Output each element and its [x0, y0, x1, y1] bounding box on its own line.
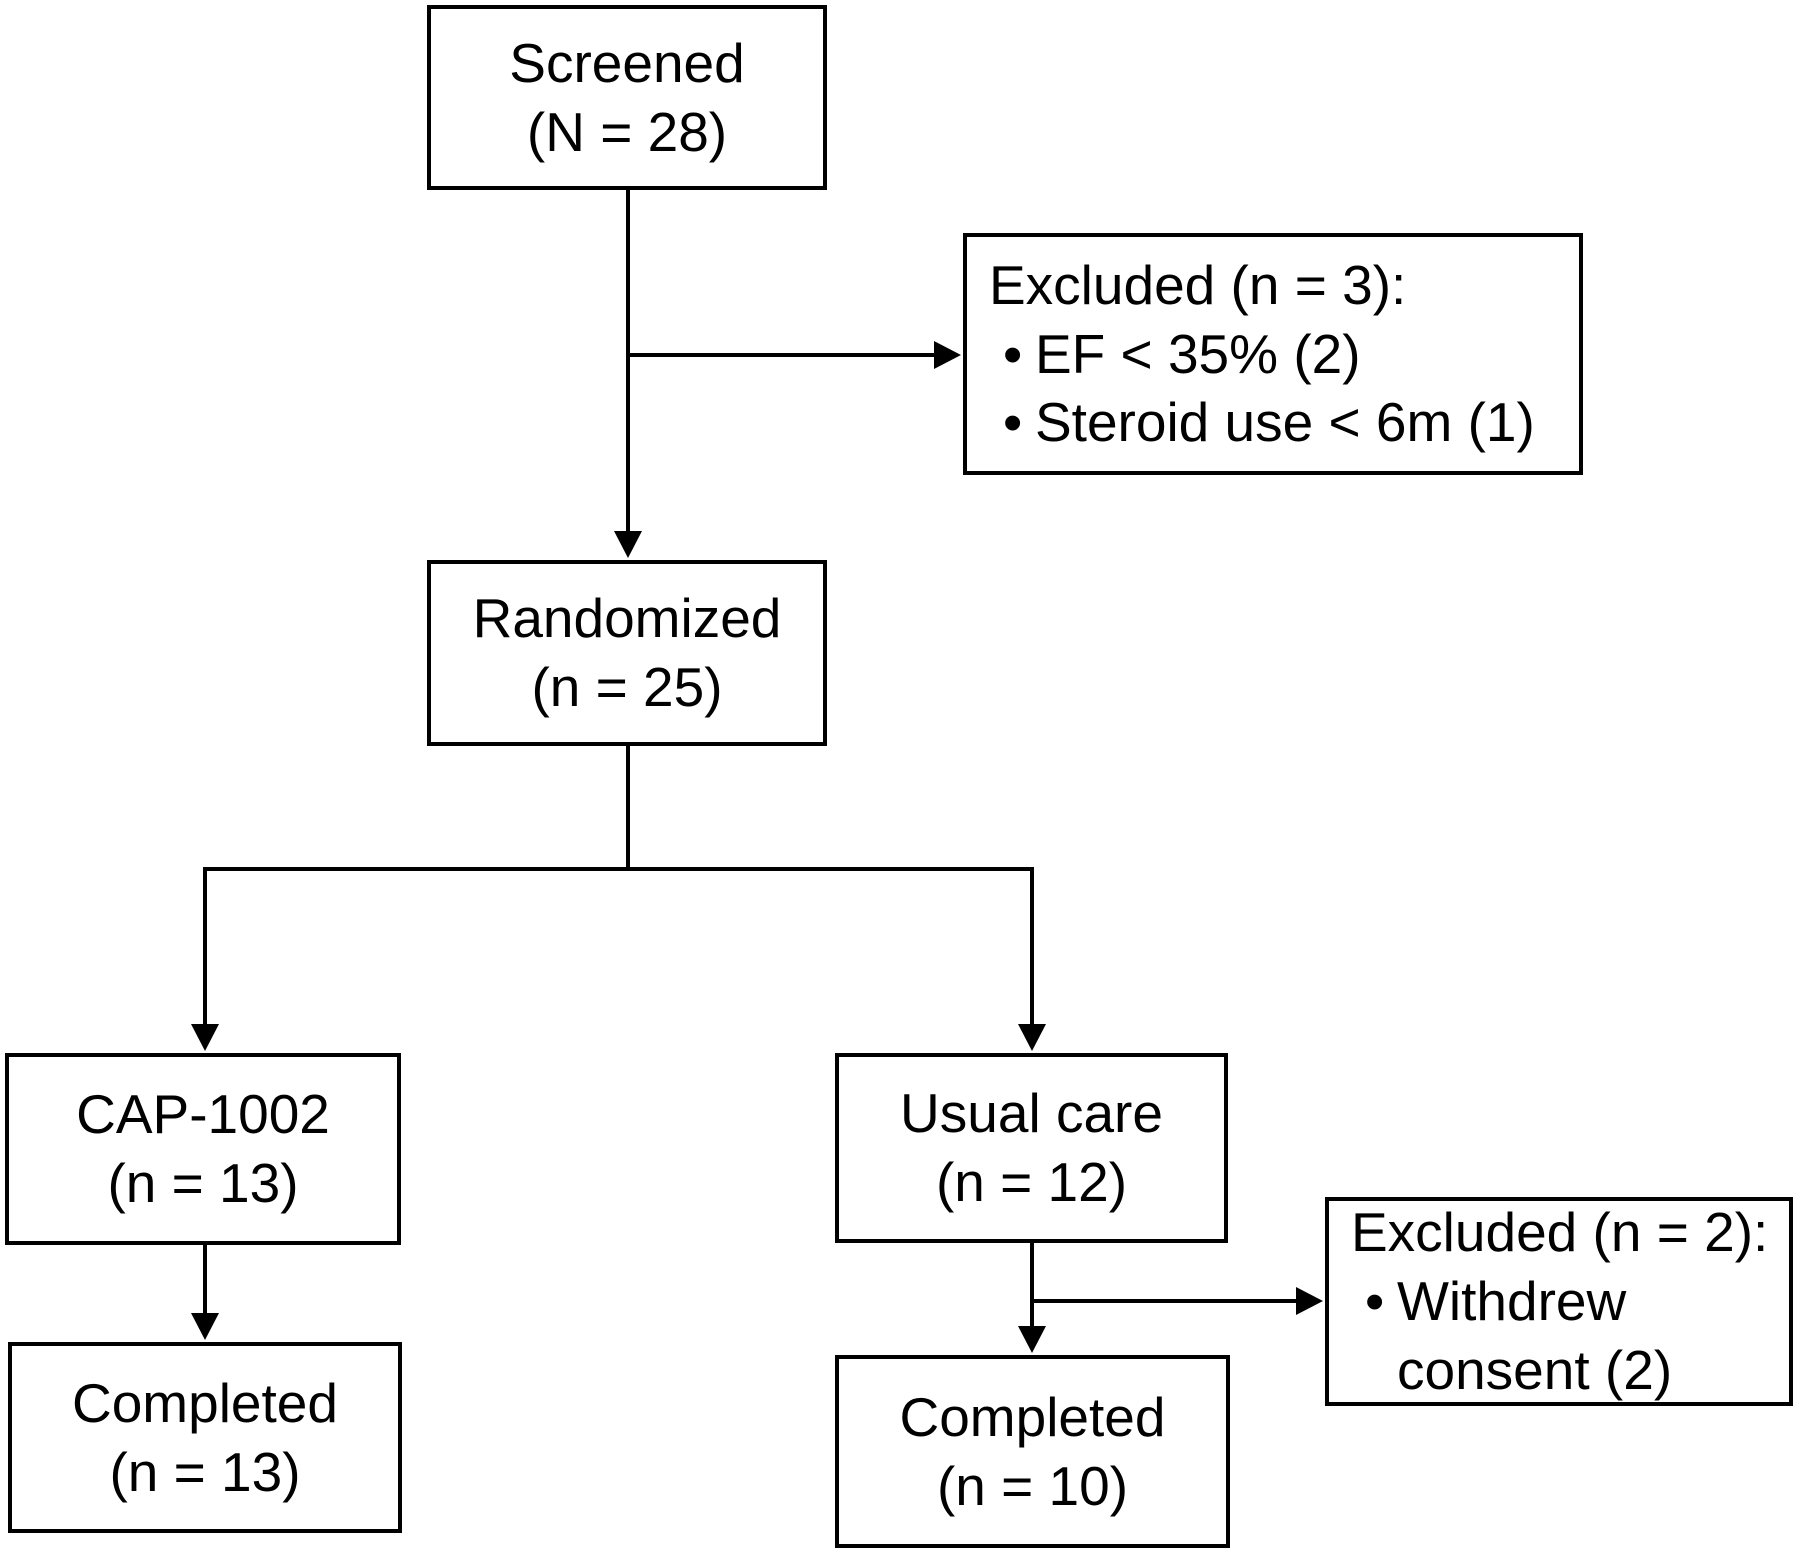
node-cap1002: CAP-1002 (n = 13): [5, 1053, 401, 1245]
excluded-usual-care-reason-list: Withdrew consent (2): [1351, 1267, 1775, 1405]
node-completed-cap1002: Completed (n = 13): [8, 1342, 402, 1533]
node-excluded-screening: Excluded (n = 3): EF < 35% (2) Steroid u…: [963, 233, 1583, 475]
node-screened-label: Screened: [509, 31, 745, 94]
node-excluded-usual-care-title: Excluded (n = 2):: [1351, 1201, 1769, 1264]
node-completed-usual-care-label: Completed: [899, 1385, 1166, 1448]
node-randomized: Randomized (n = 25): [427, 560, 827, 746]
node-screened-count: (N = 28): [526, 100, 728, 163]
node-excluded-screening-title: Excluded (n = 3):: [989, 253, 1407, 316]
edge-split-cap1002-arrowhead-icon: [191, 1024, 219, 1051]
edge-screened-excluded-arrowhead-icon: [934, 341, 961, 369]
edge-screened-randomized-arrowhead-icon: [614, 531, 642, 558]
node-randomized-count: (n = 25): [531, 656, 723, 718]
node-cap1002-label: CAP-1002: [76, 1083, 330, 1146]
excluded-screening-reason: Steroid use < 6m (1): [1003, 388, 1565, 457]
node-randomized-label: Randomized: [472, 587, 782, 650]
node-usual-care: Usual care (n = 12): [835, 1053, 1228, 1243]
excluded-screening-reason: EF < 35% (2): [1003, 320, 1565, 389]
node-completed-cap1002-count: (n = 13): [109, 1440, 301, 1503]
edge-cap1002-completed-arrowhead-icon: [191, 1313, 219, 1340]
edge-usualcare-excluded-arrowhead-icon: [1296, 1287, 1323, 1315]
node-completed-usual-care: Completed (n = 10): [835, 1355, 1230, 1548]
edge-split-usualcare-arrowhead-icon: [1018, 1024, 1046, 1051]
node-completed-cap1002-label: Completed: [72, 1371, 338, 1434]
node-usual-care-label: Usual care: [900, 1082, 1163, 1145]
node-cap1002-count: (n = 13): [107, 1152, 299, 1214]
node-completed-usual-care-count: (n = 10): [936, 1454, 1129, 1517]
node-usual-care-count: (n = 12): [935, 1151, 1128, 1213]
edge-usualcare-completed-arrowhead-icon: [1018, 1326, 1046, 1353]
node-screened: Screened (N = 28): [427, 5, 827, 190]
excluded-usual-care-reason: Withdrew consent (2): [1365, 1267, 1775, 1405]
node-excluded-usual-care: Excluded (n = 2): Withdrew consent (2): [1325, 1197, 1793, 1406]
excluded-screening-reason-list: EF < 35% (2) Steroid use < 6m (1): [989, 320, 1565, 458]
